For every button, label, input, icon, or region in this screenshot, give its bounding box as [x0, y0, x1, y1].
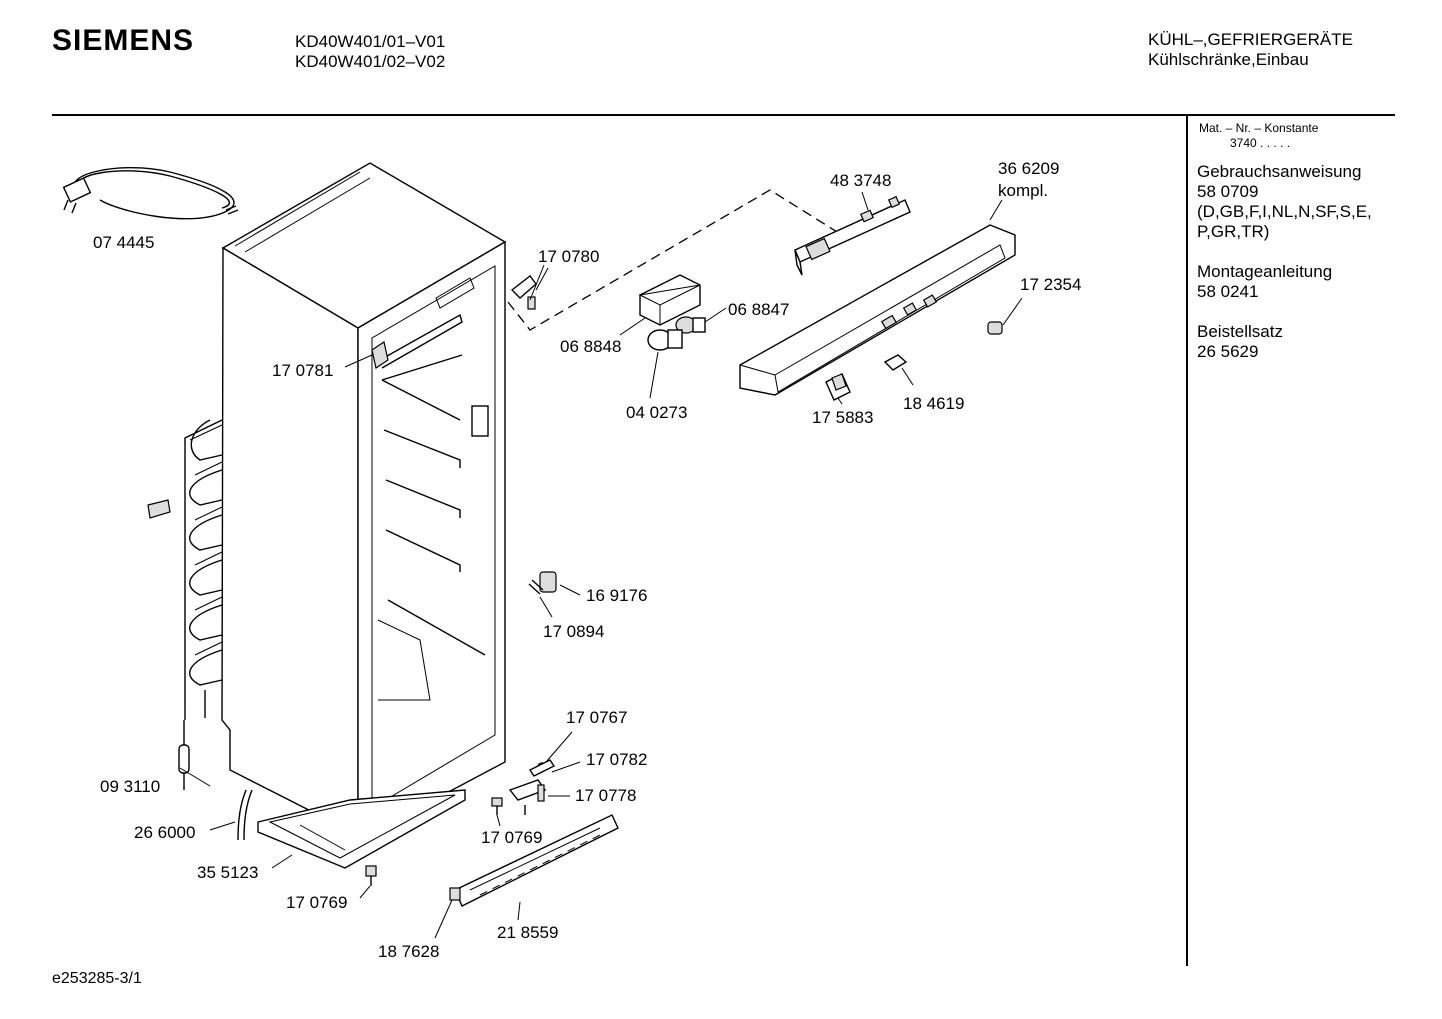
label-170781: 17 0781: [272, 361, 333, 380]
power-cord-part[interactable]: [62, 166, 239, 220]
label-170778: 17 0778: [575, 786, 636, 805]
base-tray[interactable]: [257, 789, 466, 869]
light-bulb[interactable]: [647, 329, 683, 351]
label-170767: 17 0767: [566, 708, 627, 727]
category-title: KÜHL–,GEFRIERGERÄTE: [1148, 30, 1353, 49]
kit-number: 26 5629: [1197, 342, 1259, 361]
leader-lines: [179, 191, 1023, 939]
door-stop[interactable]: [528, 571, 557, 595]
label-355123: 35 5123: [197, 863, 258, 882]
wiring-dashed-line: [507, 189, 851, 331]
label-170769-upper: 17 0769: [481, 828, 542, 847]
screw-bottom[interactable]: [365, 865, 377, 886]
label-483748: 48 3748: [830, 171, 891, 190]
model-number-2: KD40W401/02–V02: [295, 52, 446, 71]
label-266000: 26 6000: [134, 823, 195, 842]
manual-languages-1: (D,GB,F,I,NL,N,SF,S,E,: [1197, 202, 1372, 221]
kit-title: Beistellsatz: [1197, 322, 1283, 341]
label-068847: 06 8847: [728, 300, 789, 319]
thermostat-housing[interactable]: [638, 274, 701, 326]
assembly-title: Montageanleitung: [1197, 262, 1333, 281]
control-knob[interactable]: [987, 321, 1003, 335]
cabinet-body[interactable]: [221, 162, 507, 842]
label-187628: 18 7628: [378, 942, 439, 961]
rocker-switch[interactable]: [825, 373, 851, 401]
mat-nr-value: 3740 . . . . .: [1230, 136, 1291, 150]
drawing-id: e253285-3/1: [52, 970, 142, 987]
label-175883: 17 5883: [812, 408, 873, 427]
brand-logo: SIEMENS: [52, 24, 195, 57]
lower-hinge[interactable]: [491, 759, 556, 815]
mat-nr-title: Mat. – Nr. – Konstante: [1199, 121, 1319, 135]
label-170780: 17 0780: [538, 247, 599, 266]
plinth-strip[interactable]: [454, 814, 619, 907]
drain-hose[interactable]: [237, 789, 253, 841]
label-170782: 17 0782: [586, 750, 647, 769]
slider-part[interactable]: [883, 354, 908, 371]
lamp-holder[interactable]: [675, 316, 706, 334]
side-panel-divider: [1186, 116, 1188, 966]
control-pcb[interactable]: [794, 195, 911, 276]
condenser-bracket[interactable]: [147, 499, 171, 519]
label-074445: 07 4445: [93, 233, 154, 252]
label-172354: 17 2354: [1020, 275, 1081, 294]
manual-title: Gebrauchsanweisung: [1197, 162, 1362, 181]
category-subtitle: Kühlschränke,Einbau: [1148, 50, 1309, 69]
label-366209: 36 6209: [998, 159, 1059, 178]
label-040273: 04 0273: [626, 403, 687, 422]
condenser-coil[interactable]: [184, 419, 223, 720]
label-366209-kompl: kompl.: [998, 181, 1048, 200]
manual-number: 58 0709: [1197, 182, 1259, 201]
header-divider: [52, 114, 1395, 116]
hinge-clip[interactable]: [510, 275, 537, 310]
plinth-end-cap[interactable]: [449, 887, 461, 901]
assembly-number: 58 0241: [1197, 282, 1259, 301]
model-number-1: KD40W401/01–V01: [295, 32, 446, 51]
label-169176: 16 9176: [586, 586, 647, 605]
label-170769-lower: 17 0769: [286, 893, 347, 912]
label-093110: 09 3110: [100, 777, 160, 796]
control-panel-cover[interactable]: [739, 224, 1016, 396]
label-218559: 21 8559: [497, 923, 558, 942]
label-170894: 17 0894: [543, 622, 604, 641]
manual-languages-2: P,GR,TR): [1197, 222, 1270, 241]
label-184619: 18 4619: [903, 394, 964, 413]
label-068848: 06 8848: [560, 337, 621, 356]
filter-drier[interactable]: [178, 720, 190, 790]
upper-hinge[interactable]: [371, 341, 389, 369]
